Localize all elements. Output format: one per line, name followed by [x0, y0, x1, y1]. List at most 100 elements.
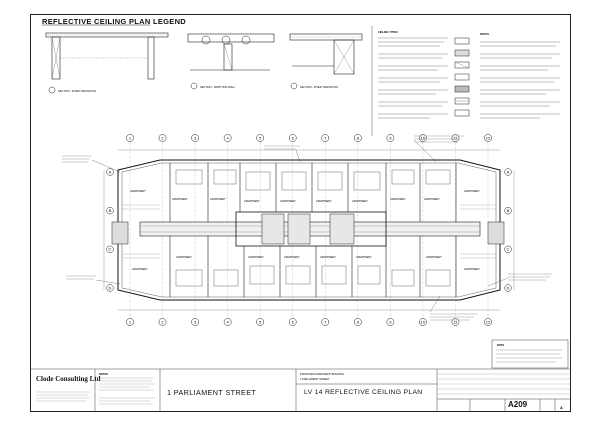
grid-bubble [106, 284, 114, 292]
grid-bubble [451, 134, 460, 142]
ceiling-types-title: CEILING TYPES [378, 30, 398, 34]
grid-bubble-label: 12 [486, 319, 491, 324]
floor-plan [103, 149, 515, 311]
grid-bubble [386, 134, 395, 142]
room-label: APARTMENT [464, 189, 480, 193]
grid-bubble [419, 134, 427, 142]
room-label: APARTMENT [248, 255, 264, 259]
grid-bubble-label: 8 [357, 135, 360, 140]
room-label: APARTMENT [356, 255, 372, 259]
grid-bubble [158, 318, 167, 326]
grid-bubble [223, 134, 232, 142]
grid-bubble-label: 1 [129, 319, 132, 324]
grid-bubble [353, 134, 362, 142]
grid-bubble [321, 318, 330, 326]
legend-text-lines [378, 37, 560, 119]
grid-bubble [288, 134, 297, 142]
grid-bubble-label: 4 [227, 319, 230, 324]
grid-bubble-label: 12 [486, 135, 491, 140]
grid-bubble [126, 318, 134, 326]
grid-bubble-label: 10 [421, 319, 426, 324]
sheet-border [30, 14, 571, 412]
grid-bubble-label: 9 [389, 319, 392, 324]
section-detail-2 [187, 33, 275, 90]
section-detail-1 [45, 32, 169, 94]
grid-bubble [353, 318, 362, 326]
grid-bubble [504, 245, 512, 253]
grid-bubble-label: D [507, 285, 510, 290]
grid-bubble [106, 168, 114, 176]
grid-bubble-label: 3 [194, 319, 197, 324]
grid-bubble-label: 6 [292, 135, 295, 140]
room-label: APARTMENT [210, 197, 226, 201]
grid-bubble [504, 284, 512, 292]
grid-bubble [106, 207, 114, 215]
grid-bubble [223, 318, 232, 326]
grid-bubble-label: B [109, 208, 112, 213]
ceiling-type-swatches [454, 37, 470, 117]
annotation-text-lines [62, 135, 552, 321]
legend-title: REFLECTIVE CEILING PLAN LEGEND [42, 17, 187, 26]
grid-bubble-label: D [109, 285, 112, 290]
grid-bubble-label: A [109, 169, 112, 174]
grid-bubble [126, 134, 134, 142]
grid-bubble [256, 134, 265, 142]
room-label: APARTMENT [316, 199, 332, 203]
grid-bubble-label: 5 [259, 319, 262, 324]
grid-bubble-label: 8 [357, 319, 360, 324]
room-label: APARTMENT [426, 255, 442, 259]
section-label-3: SECTION - INTER TRANSITION [300, 85, 338, 89]
room-label: APARTMENT [424, 197, 440, 201]
grid-bubble [419, 318, 427, 326]
room-label: APARTMENT [352, 199, 368, 203]
grid-bubble-label: 7 [324, 319, 327, 324]
grid-bubble [484, 134, 492, 142]
grid-bubble-label: A [507, 169, 510, 174]
grid-bubble-label: 5 [259, 135, 262, 140]
grid-bubble-label: 2 [161, 135, 164, 140]
grid-bubble-label: 9 [389, 135, 392, 140]
grid-bubble [451, 318, 460, 326]
grid-bubble-label: 3 [194, 135, 197, 140]
grid-bubble [256, 318, 265, 326]
street-title: 1 PARLIAMENT STREET [167, 388, 257, 397]
section-label-2: SECTION - PARTITION WALL [200, 85, 236, 89]
grid-bubble [191, 134, 199, 142]
grid-bubble [386, 318, 395, 326]
room-label: APARTMENT [280, 199, 296, 203]
project-address: 1 PARLIAMENT STREET [300, 377, 330, 381]
grid-bubble-label: 2 [161, 319, 164, 324]
drawing-title: LV 14 REFLECTIVE CEILING PLAN [304, 389, 423, 396]
grid-bubble-label: 6 [292, 319, 295, 324]
grid-bubble [484, 318, 492, 326]
room-label: APARTMENT [464, 267, 480, 271]
grid-bubble-label: 1 [129, 135, 132, 140]
grid-bubble-label: 10 [421, 135, 426, 140]
grid-bubble-label: 7 [324, 135, 327, 140]
grid-bubble-label: 4 [227, 135, 230, 140]
title-block-notes-label: NOTES [99, 372, 108, 376]
grid-bubble-label: 11 [453, 319, 458, 324]
grid-bubble [158, 134, 167, 142]
section-detail-3 [289, 33, 363, 90]
room-label: APARTMENT [284, 255, 300, 259]
company-logo: Clode Consulting Ltd [36, 375, 101, 383]
grid-bubble-label: B [507, 208, 510, 213]
grid-bubble [504, 207, 512, 215]
row-grid: A A B B C C D D [106, 168, 512, 292]
annotation-leaders [91, 139, 509, 313]
room-label: APARTMENT [390, 197, 406, 201]
room-label: APARTMENT [132, 267, 148, 271]
room-label: APARTMENT [320, 255, 336, 259]
note-label: NOTE [497, 343, 504, 347]
room-label: APARTMENT [244, 199, 260, 203]
room-label: APARTMENT [130, 189, 146, 193]
grid-bubble [504, 168, 512, 176]
grid-bubble [191, 318, 199, 326]
revision-letter: A [560, 405, 563, 410]
grid-bubble-label: C [109, 247, 112, 252]
section-label-1: SECTION - INTER TRANSITION [58, 89, 96, 93]
grid-bubble-label: C [507, 247, 510, 252]
notes-title: NOTES [480, 32, 489, 36]
